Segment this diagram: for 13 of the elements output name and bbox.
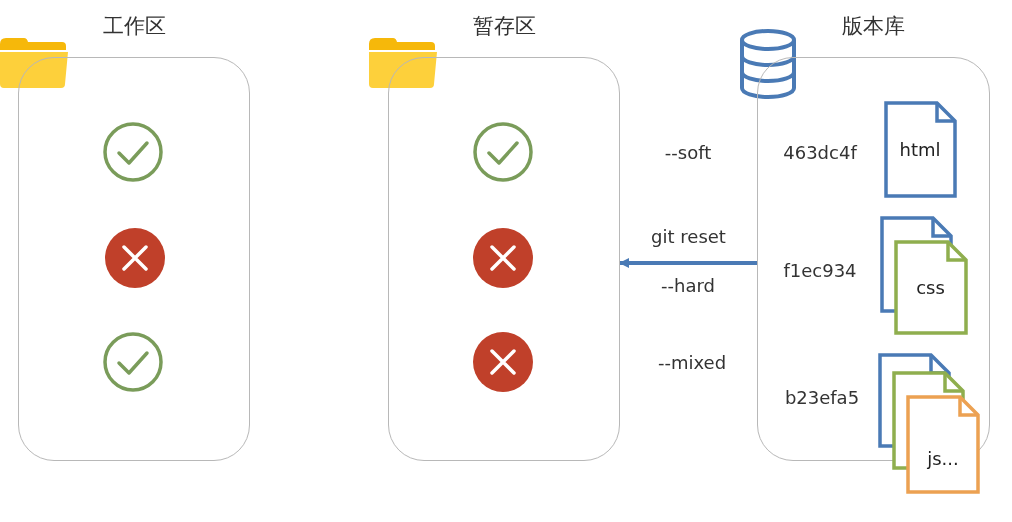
file-page: html [885,102,955,196]
option-label: --hard [661,274,715,296]
file-page: js... [908,397,978,492]
option-label: --soft [664,141,712,163]
file-page: css [895,241,966,333]
commit-hash: 463dc4f [783,141,857,163]
arrow [619,258,757,268]
commit-hash: f1ec934 [783,259,857,281]
commit-hash: b23efa5 [784,386,860,408]
option-label: --mixed [657,351,727,373]
panel-heading: 暂存区 [471,13,537,40]
panel-heading: 版本库 [841,13,906,40]
panel-heading: 工作区 [101,13,167,40]
